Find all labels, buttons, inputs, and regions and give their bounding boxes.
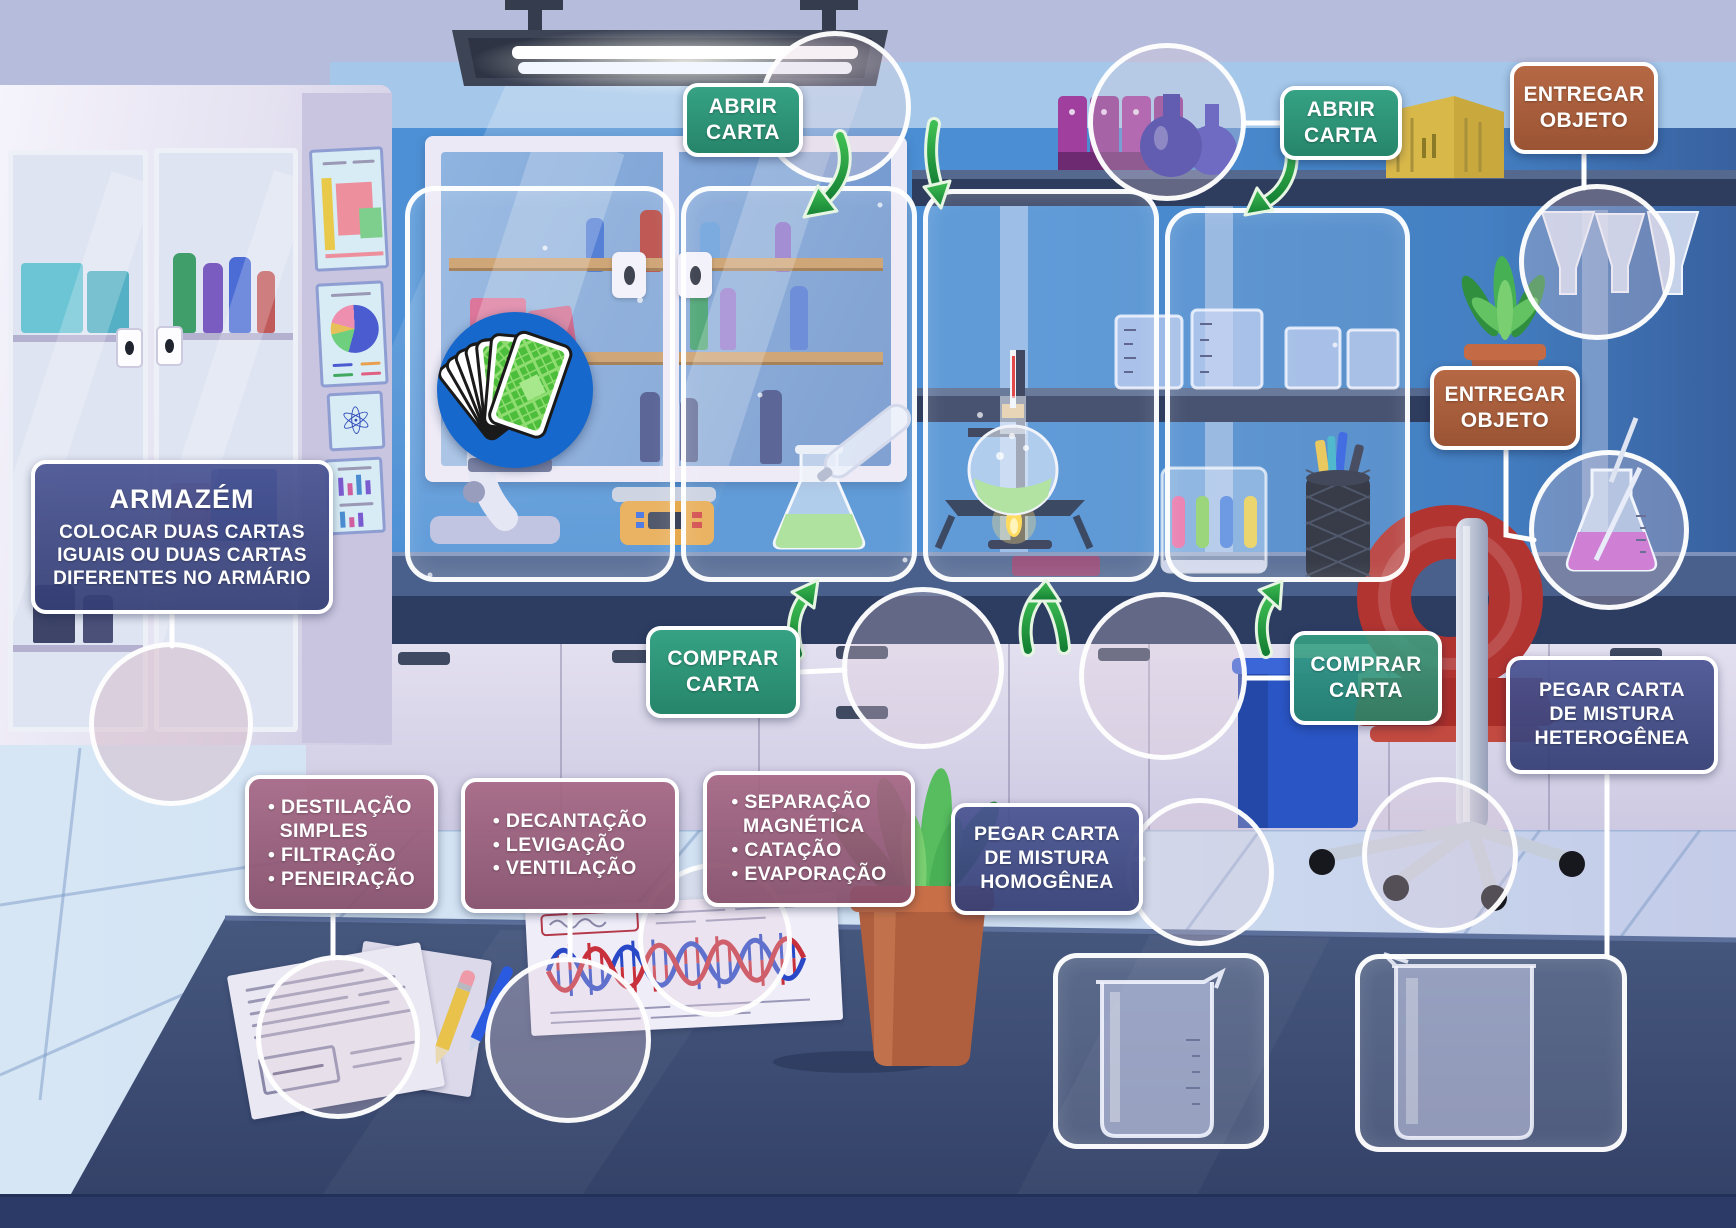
metodos-panel-3[interactable]: • SEPARAÇÃO MAGNÉTICA • CATAÇÃO • EVAPOR… [703,771,915,907]
spot-buy-card-right[interactable] [1079,592,1247,760]
cabinet-handle-left[interactable] [116,328,143,368]
metodos-panel-1[interactable]: • DESTILAÇÃO SIMPLES • FILTRAÇÃO • PENEI… [245,775,438,913]
spot-open-card-right[interactable] [1088,43,1246,201]
abrir-carta-label: ABRIR CARTA [706,95,780,144]
erlenmeyer-flask-pink [1565,417,1658,572]
spot-method-2[interactable] [485,957,651,1123]
beaker-zone-left[interactable] [1053,953,1269,1149]
spot-homogenea[interactable] [1126,798,1274,946]
connector-lines [169,117,1610,963]
pencil-cup [1305,432,1371,578]
metodos-list-3: • SEPARAÇÃO MAGNÉTICA • CATAÇÃO • EVAPOR… [731,791,887,885]
spot-deliver-top[interactable] [1519,184,1675,340]
cabinet-handle-right[interactable] [156,326,183,366]
comprar-carta-label: COMPRAR CARTA [1310,653,1422,702]
beaker-left [1096,967,1226,1138]
pegar-heterogenea-panel[interactable]: PEGAR CARTA DE MISTURA HETEROGÊNEA [1506,656,1718,774]
bench-tray [1012,556,1100,576]
storage-cabinet: ⚛ [0,85,392,745]
comprar-carta-label: COMPRAR CARTA [667,647,779,696]
abrir-carta-button-right[interactable]: ABRIR CARTA [1280,86,1402,160]
cabinet-door-left [8,150,148,732]
spot-armazem[interactable] [89,642,253,806]
pegar-homogenea-panel[interactable]: PEGAR CARTA DE MISTURA HOMOGÊNEA [951,803,1143,915]
down-arrow-icon [802,129,852,219]
bench-zone-3[interactable] [923,189,1159,582]
armazem-instructions: COLOCAR DUAS CARTAS IGUAIS OU DUAS CARTA… [53,521,311,590]
spot-method-1[interactable] [256,955,420,1119]
spot-buy-card-left[interactable] [842,587,1004,749]
erlenmeyer-flask-green [772,445,866,550]
metodos-list-1: • DESTILAÇÃO SIMPLES • FILTRAÇÃO • PENEI… [267,796,416,890]
comprar-carta-button-left[interactable]: COMPRAR CARTA [646,626,800,718]
condenser [817,403,912,482]
armazem-panel[interactable]: ARMAZÉM COLOCAR DUAS CARTAS IGUAIS OU DU… [31,460,333,614]
metodos-panel-2[interactable]: • DECANTAÇÃO • LEVIGAÇÃO • VENTILAÇÃO [461,778,679,913]
entregar-objeto-button-top[interactable]: ENTREGAR OBJETO [1510,62,1658,154]
up-arrow-double-icon [1018,578,1071,657]
down-arrow-icon [922,117,952,210]
bench-zone-4[interactable] [1165,208,1410,582]
metodos-list-2: • DECANTAÇÃO • LEVIGAÇÃO • VENTILAÇÃO [492,809,648,880]
spot-heterogenea[interactable] [1362,777,1518,933]
comprar-carta-button-right[interactable]: COMPRAR CARTA [1290,631,1442,725]
bottom-edge [0,1194,1736,1228]
entregar-objeto-button-right[interactable]: ENTREGAR OBJETO [1430,366,1580,450]
flask-stand [817,350,1094,550]
cabinet-door-right [154,148,298,732]
glass-cabinet-handle-left[interactable] [612,252,646,298]
armazem-title: ARMAZÉM [109,483,255,514]
entregar-objeto-label: ENTREGAR OBJETO [1523,83,1645,132]
beaker-zone-right[interactable] [1355,954,1627,1152]
up-arrow-icon [1254,579,1284,659]
abrir-carta-label: ABRIR CARTA [1304,98,1378,147]
pegar-homogenea-label: PEGAR CARTA DE MISTURA HOMOGÊNEA [974,823,1120,893]
pegar-heterogenea-label: PEGAR CARTA DE MISTURA HETEROGÊNEA [1534,679,1690,749]
test-tube-rack [1160,466,1268,574]
card-deck-icon[interactable] [437,312,593,468]
digital-scale [612,487,716,545]
abrir-carta-button-left[interactable]: ABRIR CARTA [683,83,803,157]
bench-zone-2[interactable] [681,186,917,582]
entregar-objeto-label: ENTREGAR OBJETO [1444,383,1566,432]
